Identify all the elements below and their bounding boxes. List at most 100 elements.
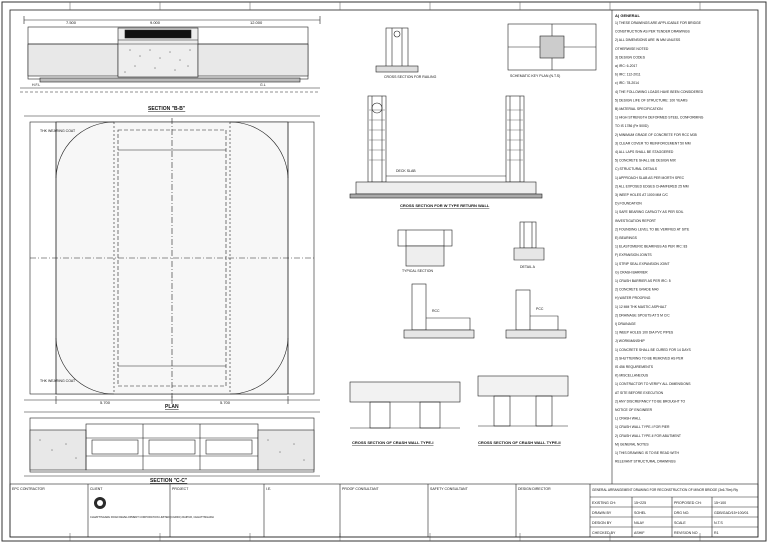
title-row-label2: SCALE [674, 521, 686, 525]
title-project-label: PROJECT [172, 487, 189, 491]
note-line: CONSTRUCTION AS PER TENDER DRAWINGS [615, 30, 691, 34]
dim-label-2: 9.000 [150, 20, 161, 25]
return-wall-note-rcc: RCC [432, 309, 440, 313]
note-line: G) CRASH BARRIER [615, 270, 648, 274]
note-line: RELEVANT STRUCTURAL DRAWINGS [615, 460, 676, 464]
title-row-label2: PROPOSED CH: [674, 501, 702, 505]
note-line: 2) ALL DIMENSIONS ARE IN MM UNLESS [615, 38, 681, 42]
note-line: L) CRASH WALL [615, 417, 641, 421]
title-row-value2: 15+100 [714, 501, 726, 505]
note-line: OTHERWISE NOTED [615, 47, 649, 51]
title-row-label2: DRG NO. [674, 511, 689, 515]
note-line: 3) DESIGN CODES [615, 55, 646, 59]
wall-rebar [369, 109, 523, 161]
notes-list: 1) THESE DRAWINGS ARE APPLICABLE FOR BRI… [615, 21, 704, 464]
title-row-label2: REVISION NO [674, 531, 698, 535]
note-line: 2) CONCRETE GRADE M40 [615, 288, 659, 292]
note-line: 1) THIS DRAWING IS TO BE READ WITH [615, 451, 679, 455]
note-line: D) FOUNDATION [615, 202, 642, 206]
note-line: TO IS 1786 (Fe 500D) [615, 124, 648, 128]
notes-heading: A) GENERAL [615, 13, 640, 18]
return-wall-left [403, 283, 475, 339]
section-c-view [24, 411, 320, 477]
section-b-title: SECTION "B-B" [148, 106, 186, 112]
title-row-value: NILAY [634, 521, 645, 525]
note-line: 1) WEEP HOLES 100 DIA PVC PIPES [615, 331, 674, 335]
crash-wall-1 [349, 381, 461, 429]
note-line: b) IRC: 112-2011 [615, 73, 641, 77]
crash-wall-1-title: CROSS SECTION OF CRASH WALL TYPE-I [352, 440, 434, 445]
plan-note-thk: THK WEARING COAT [40, 129, 76, 133]
note-line: M) GENERAL NOTES [615, 442, 649, 446]
dim-label-1: 7.500 [66, 20, 77, 25]
key-plan [507, 23, 597, 71]
note-line: AT SITE BEFORE EXECUTION [615, 391, 664, 395]
title-row-label: EXISTING CH: [592, 501, 616, 505]
title-row-value2: R1 [714, 531, 719, 535]
note-line: 1) ELASTOMERIC BEARINGS AS PER IRC: 83 [615, 245, 687, 249]
note-line: 1) SAFE BEARING CAPACITY AS PER SOIL [615, 210, 684, 214]
note-line: 2) FOUNDING LEVEL TO BE VERIFIED AT SITE [615, 227, 690, 231]
title-block [9, 483, 759, 538]
note-line: I) DRAINAGE [615, 322, 636, 326]
section-b-view [20, 16, 321, 93]
note-line: K) MISCELLANEOUS [615, 374, 649, 378]
title-row-value: ASHIF [634, 531, 645, 535]
note-gl: G.L [260, 83, 266, 87]
note-line: 3) WEEP HOLES AT 1000 MM C/C [615, 193, 668, 197]
title-row-label: CHECKED BY [592, 531, 616, 535]
title-row-value: 15+225 [634, 501, 646, 505]
note-line: B) MATERIAL SPECIFICATION [615, 107, 663, 111]
note-line: 5) DESIGN LIFE OF STRUCTURE: 100 YEARS [615, 98, 688, 102]
note-line: 3) CLEAR COVER TO REINFORCEMENT 50 MM [615, 141, 691, 145]
detail-a [513, 221, 545, 261]
note-line: 2) MINIMUM GRADE OF CONCRETE FOR RCC M35 [615, 133, 697, 137]
note-line: 1) THESE DRAWINGS ARE APPLICABLE FOR BRI… [615, 21, 702, 25]
title-client-label: CLIENT [90, 487, 103, 491]
title-proof-label: PROOF CONSULTANT [342, 487, 379, 491]
plan-dim-1: 5.700 [100, 400, 111, 405]
note-line: 1) CONTRACTOR TO VERIFY ALL DIMENSIONS [615, 382, 691, 386]
note-line: 5) CONCRETE SHALL BE DESIGN MIX [615, 159, 677, 163]
crash-wall-2 [477, 375, 569, 427]
dim-label-3: 12.000 [250, 20, 263, 25]
note-line: 1) CRASH WALL TYPE-I FOR PIER [615, 425, 670, 429]
wall-detail-title: CROSS SECTION FOR W TYPE RETURN WALL [400, 203, 490, 208]
return-wall-right [505, 289, 567, 339]
typical-section-title: TYPICAL SECTION [402, 269, 433, 273]
title-design-director-label: DESIGN DIRECTOR [518, 487, 551, 491]
detail-a-title: DETAIL A [520, 265, 536, 269]
note-line: 2) ANY DISCREPANCY TO BE BROUGHT TO [615, 399, 686, 403]
section-c-hatch [39, 439, 305, 461]
title-safety-label: SAFETY CONSULTANT [430, 487, 469, 491]
plan-view [24, 115, 320, 404]
title-row-label: DESIGN BY [592, 521, 612, 525]
title-row-value2: N.T.S [714, 521, 723, 525]
note-line: F) EXPANSION JOINTS [615, 253, 652, 257]
note-line: 2) DRAINAGE SPOUTS AT 5 M C/C [615, 313, 670, 317]
title-row-label: DRAWN BY [592, 511, 612, 515]
plan-dim-2: 5.700 [220, 400, 231, 405]
client-name: CHHATTISGARH ROAD DEVELOPMENT CORPORATIO… [90, 515, 214, 519]
plan-note-thk-2: THK WEARING COAT [40, 379, 76, 383]
note-line: 1) 12 MM THK MASTIC ASPHALT [615, 305, 667, 309]
crash-wall-2-title: CROSS SECTION OF CRASH WALL TYPE-II [478, 440, 561, 445]
note-line: 4) ALL LAPS SHALL BE STAGGERED [615, 150, 674, 154]
note-line: 1) HIGH STRENGTH DEFORMED STEEL CONFORMI… [615, 116, 704, 120]
plan-title: PLAN [165, 404, 179, 410]
title-row-value: SOHEL [634, 511, 646, 515]
title-row-value2: GDB/GAD/15+100/01 [714, 511, 749, 515]
wall-detail [349, 95, 543, 199]
typical-section [397, 229, 453, 267]
note-line: NOTICE OF ENGINEER [615, 408, 653, 412]
note-line: 1) STRIP SEAL EXPANSION JOINT [615, 262, 670, 266]
note-line: 1) APPROACH SLAB AS PER MORTH SPEC [615, 176, 685, 180]
note-line: C) STRUCTURAL DETAILS [615, 167, 658, 171]
note-line: 4) THE FOLLOWING LOADS HAVE BEEN CONSIDE… [615, 90, 704, 94]
note-line: IS 456 REQUIREMENTS [615, 365, 654, 369]
railing-detail [375, 27, 419, 73]
note-line: H) WATER PROOFING [615, 296, 651, 300]
title-epc-label: EPC CONTRACTOR [12, 487, 45, 491]
